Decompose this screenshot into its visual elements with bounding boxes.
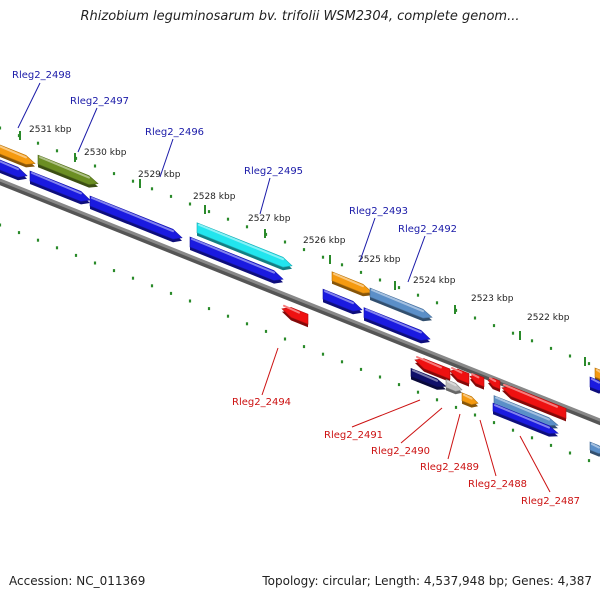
scale-label: 2525 kbp bbox=[358, 255, 401, 265]
genome-summary-text: Topology: circular; Length: 4,537,948 bp… bbox=[262, 574, 592, 588]
scale-label: 2527 kbp bbox=[248, 214, 291, 224]
gene-blue-6[interactable] bbox=[363, 307, 431, 344]
leader-line bbox=[407, 235, 426, 283]
leader-line bbox=[400, 407, 443, 444]
gene-red-a[interactable] bbox=[414, 356, 451, 382]
scale-label: 2526 kbp bbox=[303, 236, 346, 246]
gene-red-b[interactable] bbox=[487, 377, 501, 392]
gene-rleg2-2487[interactable] bbox=[501, 383, 567, 422]
gene-rleg2-2497[interactable] bbox=[37, 154, 99, 188]
gene-edge-steel[interactable] bbox=[589, 441, 600, 457]
leader-line bbox=[77, 107, 98, 153]
tick-layer bbox=[0, 126, 591, 463]
gene-rleg2-2498[interactable] bbox=[0, 141, 36, 168]
genome-title: Rhizobium leguminosarum bv. trifolii WSM… bbox=[80, 9, 520, 24]
gene-label-forward[interactable]: Rleg2_2495 bbox=[244, 166, 303, 177]
gene-rleg2-2492[interactable] bbox=[369, 287, 433, 322]
leader-line bbox=[519, 435, 551, 493]
gene-label-forward[interactable]: Rleg2_2492 bbox=[398, 224, 457, 235]
gene-label-reverse[interactable]: Rleg2_2488 bbox=[468, 479, 527, 490]
leader-line bbox=[17, 82, 41, 129]
scale-label: 2522 kbp bbox=[527, 313, 570, 323]
leader-line bbox=[261, 347, 279, 396]
gene-rleg2-2491[interactable] bbox=[449, 367, 470, 387]
gene-navy[interactable] bbox=[410, 367, 447, 390]
scale-label: 2531 kbp bbox=[29, 125, 72, 135]
leader-line bbox=[359, 217, 376, 262]
gene-rleg2-2489[interactable] bbox=[461, 392, 479, 408]
leader-line bbox=[447, 413, 461, 460]
gene-blue-2[interactable] bbox=[29, 170, 91, 205]
gene-layer bbox=[0, 141, 600, 457]
gene-label-reverse[interactable]: Rleg2_2487 bbox=[521, 496, 580, 507]
genome-backbone-shadow bbox=[0, 178, 600, 426]
gene-rleg2-2488[interactable] bbox=[493, 395, 559, 429]
gene-label-forward[interactable]: Rleg2_2498 bbox=[12, 70, 71, 81]
leader-line bbox=[259, 177, 271, 215]
leader-line bbox=[159, 138, 174, 178]
gene-label-reverse[interactable]: Rleg2_2490 bbox=[371, 446, 430, 457]
gene-label-forward[interactable]: Rleg2_2497 bbox=[70, 96, 129, 107]
gene-blue-1[interactable] bbox=[0, 156, 28, 181]
gene-label-reverse[interactable]: Rleg2_2491 bbox=[324, 430, 383, 441]
gene-edge-blue[interactable] bbox=[589, 376, 600, 394]
gene-rleg2-2495[interactable] bbox=[196, 222, 293, 271]
scale-label: 2530 kbp bbox=[84, 148, 127, 158]
backbone-layer bbox=[0, 178, 600, 426]
scale-label: 2523 kbp bbox=[471, 294, 514, 304]
gene-label-forward[interactable]: Rleg2_2496 bbox=[145, 127, 204, 138]
gene-rleg2-2496[interactable] bbox=[89, 195, 183, 243]
gene-label-layer: Rleg2_2498Rleg2_2497Rleg2_2496Rleg2_2495… bbox=[12, 70, 580, 507]
gene-rleg2-2494[interactable] bbox=[281, 304, 309, 328]
scale-label: 2528 kbp bbox=[193, 192, 236, 202]
gene-label-reverse[interactable]: Rleg2_2489 bbox=[420, 462, 479, 473]
leader-line bbox=[479, 419, 497, 477]
genome-backbone bbox=[0, 178, 600, 422]
scale-label-layer: 2531 kbp 2530 kbp 2529 kbp 2528 kbp 2527 kbp… bbox=[29, 125, 570, 323]
accession-text: Accession: NC_011369 bbox=[9, 574, 146, 588]
gene-gray[interactable] bbox=[445, 378, 463, 395]
leader-line bbox=[351, 399, 421, 428]
gene-label-reverse[interactable]: Rleg2_2494 bbox=[232, 397, 291, 408]
gene-blue-5[interactable] bbox=[322, 288, 363, 315]
gene-rleg2-2490[interactable] bbox=[469, 373, 485, 390]
gene-blue-7[interactable] bbox=[492, 402, 559, 437]
scale-label: 2524 kbp bbox=[413, 276, 456, 286]
gene-rleg2-2493[interactable] bbox=[331, 271, 373, 297]
scale-label: 2529 kbp bbox=[138, 170, 181, 180]
gene-label-forward[interactable]: Rleg2_2493 bbox=[349, 206, 408, 217]
gene-blue-4[interactable] bbox=[189, 236, 284, 284]
